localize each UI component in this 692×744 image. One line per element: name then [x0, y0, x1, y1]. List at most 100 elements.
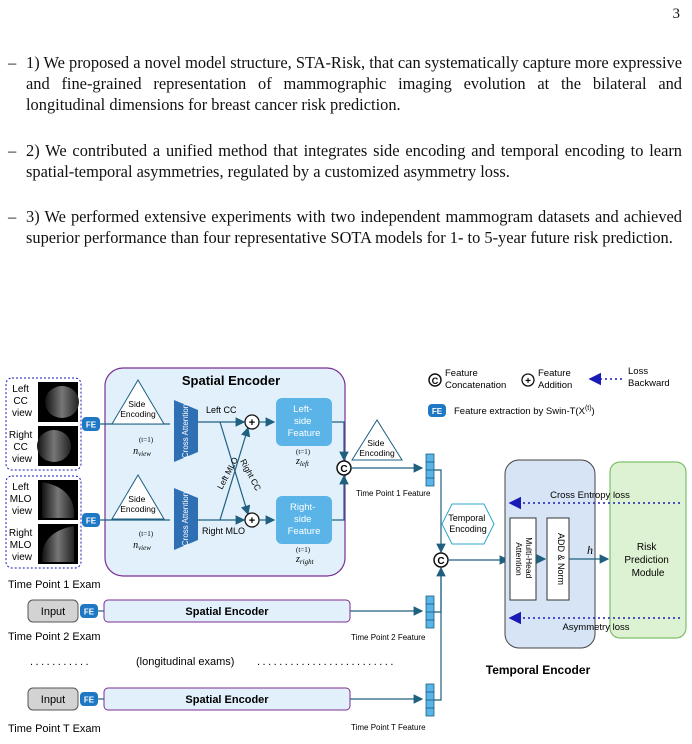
time-point-t-exam-label: Time Point T Exam [8, 723, 101, 735]
svg-text:ADD & Norm: ADD & Norm [556, 533, 566, 585]
multi-head-attention-block: Multi-Head Attention [509, 517, 537, 601]
concatenation-node-spatial: C [336, 460, 352, 476]
cross-attention-block-mlo: Cross Attention [174, 488, 198, 550]
svg-text:Multi-Head Attention: Multi-Head Attention [514, 537, 534, 580]
mlo-view-group [5, 475, 82, 569]
svg-text:Cross Attention: Cross Attention [181, 404, 190, 458]
n-view-label-cc: nview [133, 446, 151, 458]
z-left-sup: (t=1) [296, 448, 311, 456]
svg-text:C: C [437, 556, 444, 567]
z-right-sup: (t=1) [296, 546, 311, 554]
time-point-2-feature-stack [425, 595, 435, 629]
left-mlo-mammogram-image [38, 480, 78, 520]
fe-badge-cc: FE [82, 417, 100, 431]
svg-text:C: C [432, 376, 439, 386]
svg-text:Cross Attention: Cross Attention [181, 492, 190, 546]
time-point-2-feature-label: Time Point 2 Feature [351, 633, 426, 642]
longitudinal-dots-left: ........... [30, 656, 91, 668]
contribution-item-3: – 3) We performed extensive experiments … [8, 206, 682, 248]
svg-text:FE: FE [432, 407, 443, 416]
add-norm-block: ADD & Norm [546, 517, 570, 601]
spatial-encoder-title: Spatial Encoder [182, 373, 280, 388]
cross-entropy-loss-label: Cross Entropy loss [550, 490, 630, 501]
z-right-label: zright [295, 554, 315, 566]
feature-addition-node-left: + [244, 414, 260, 430]
right-mlo-view-label: Right MLO view [9, 528, 35, 563]
cc-view-group [5, 377, 82, 471]
contribution-text: 1) We proposed a novel model structure, … [26, 53, 682, 114]
time-point-t-feature-stack [425, 683, 435, 717]
side-encoding-triangle-tp1: Side Encoding [351, 419, 403, 461]
svg-text:Right- side Featur: Right- side Feature [288, 502, 321, 537]
legend-concatenation: C Feature Concatenation [428, 368, 506, 391]
svg-text:Risk Prediction Mo: Risk Prediction Module [624, 542, 671, 579]
left-cc-view-label: Left CC view [12, 384, 33, 419]
sta-risk-architecture-figure: Spatial Encoder Left CC view Right CC vi… [0, 360, 692, 739]
temporal-encoding-hexagon: Temporal Encoding [441, 503, 495, 545]
svg-text:Side Encoding: Side Encoding [359, 438, 395, 458]
time-point-1-feature-stack [425, 453, 435, 487]
left-cc-mammogram-image [38, 382, 79, 422]
fe-badge-tpt: FE [80, 692, 98, 706]
svg-text:+: + [249, 515, 255, 527]
left-cc-path-label: Left CC [206, 405, 237, 415]
right-cc-mammogram-image [37, 426, 78, 466]
contribution-item-1: – 1) We proposed a novel model structure… [8, 52, 682, 115]
n-view-label-mlo: nview [133, 540, 151, 552]
side-encoding-triangle-cc: Side Encoding [111, 379, 165, 425]
svg-text:Temporal Encoding: Temporal Encoding [448, 513, 488, 534]
risk-prediction-module: Risk Prediction Module [609, 461, 687, 639]
h-label: h [587, 543, 593, 557]
svg-text:Side Encoding: Side Encoding [120, 494, 156, 514]
asymmetry-loss-label: Asymmetry loss [562, 622, 629, 633]
list-dash: – [8, 141, 17, 160]
svg-text:Input: Input [41, 606, 65, 618]
svg-text:FE: FE [84, 608, 95, 617]
list-dash: – [8, 53, 17, 72]
time-point-1-feature-label: Time Point 1 Feature [356, 489, 431, 498]
svg-text:+: + [525, 376, 531, 387]
svg-text:Input: Input [41, 694, 65, 706]
n-view-sup-cc: (t=1) [139, 436, 154, 444]
n-view-sup-mlo: (t=1) [139, 530, 154, 538]
side-encoding-triangle-mlo: Side Encoding [111, 474, 165, 520]
left-mlo-view-label: Left MLO view [10, 482, 34, 517]
svg-text:Feature Concatenation: Feature Concatenation [445, 368, 506, 391]
input-box-tpt: Input [27, 687, 79, 711]
temporal-encoder-title: Temporal Encoder [486, 663, 591, 677]
time-point-t-feature-label: Time Point T Feature [351, 723, 426, 732]
contribution-item-2: – 2) We contributed a unified method tha… [8, 140, 682, 182]
page-number: 3 [672, 6, 681, 22]
svg-text:C: C [340, 464, 347, 475]
time-point-1-exam-label: Time Point 1 Exam [8, 579, 101, 591]
svg-text:Loss Backward: Loss Backward [628, 366, 670, 389]
svg-text:FE: FE [86, 517, 97, 526]
right-mlo-path-label: Right MLO [202, 526, 245, 536]
svg-text:FE: FE [86, 421, 97, 430]
feature-addition-node-right: + [244, 512, 260, 528]
cross-attention-block-cc: Cross Attention [174, 400, 198, 462]
legend-loss-backward: Loss Backward [588, 366, 670, 389]
right-side-feature-box: Right- side Feature [276, 496, 332, 544]
spatial-encoder-label-tpt: Spatial Encoder [185, 694, 269, 706]
svg-text:FE: FE [84, 696, 95, 705]
svg-text:Feature extraction by Swin-T(X: Feature extraction by Swin-T(X(t)) [454, 405, 595, 417]
right-cc-view-label: Right CC view [9, 430, 35, 465]
z-left-label: zleft [295, 456, 310, 468]
contribution-text: 3) We performed extensive experiments wi… [26, 207, 682, 247]
left-side-feature-box: Left- side Feature [276, 398, 332, 446]
svg-text:Feature Addition: Feature Addition [538, 368, 573, 391]
longitudinal-exams-label: (longitudinal exams) [136, 656, 234, 668]
svg-text:Left- side Feature: Left- side Feature [288, 404, 321, 439]
fe-badge-tp2: FE [80, 604, 98, 618]
list-dash: – [8, 207, 17, 226]
legend-feature-extraction: FE Feature extraction by Swin-T(X(t)) [428, 404, 595, 417]
longitudinal-dots-right: ......................... [257, 656, 396, 668]
time-point-2-exam-label: Time Point 2 Exam [8, 631, 101, 643]
fe-badge-mlo: FE [82, 513, 100, 527]
concatenation-node-temporal: C [433, 552, 449, 568]
svg-text:Side Encoding: Side Encoding [120, 399, 156, 419]
input-box-tp2: Input [27, 599, 79, 623]
contribution-text: 2) We contributed a unified method that … [26, 141, 682, 181]
svg-text:+: + [249, 417, 255, 429]
